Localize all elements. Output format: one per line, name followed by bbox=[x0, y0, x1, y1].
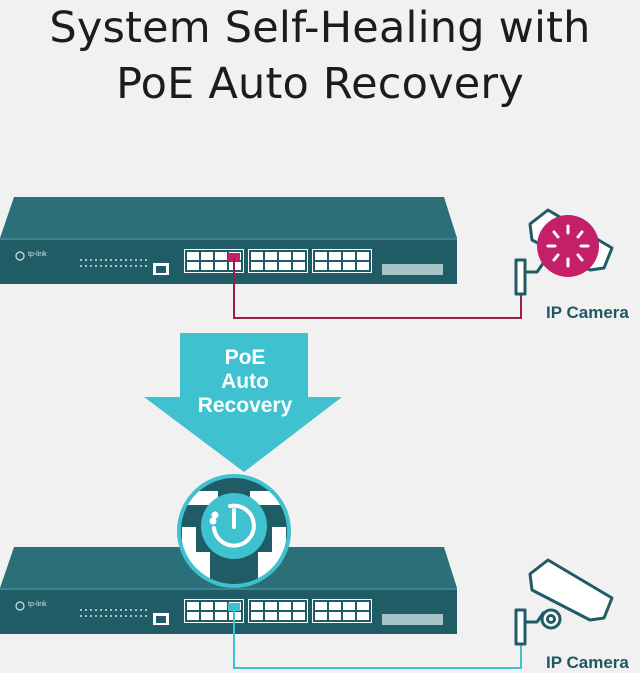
arrow-label-line-1: PoE bbox=[224, 346, 266, 369]
diagram-title: System Self-Healing with PoE Auto Recove… bbox=[0, 0, 640, 112]
top-switch bbox=[0, 197, 457, 284]
title-line-1: System Self-Healing with bbox=[49, 3, 591, 53]
sfp-panel bbox=[382, 264, 443, 275]
loading-spinner-icon bbox=[537, 215, 599, 277]
recovery-power-icon bbox=[201, 493, 267, 559]
recovery-arrow bbox=[144, 333, 342, 472]
arrow-label-line-2: Auto bbox=[221, 370, 269, 393]
arrow-label-line-3: Recovery bbox=[197, 394, 293, 417]
top-camera-label: IP Camera bbox=[546, 303, 629, 322]
recovered-port-indicator bbox=[228, 603, 240, 611]
title-line-2: PoE Auto Recovery bbox=[116, 59, 524, 109]
faulty-port-indicator bbox=[228, 253, 240, 261]
top-switch-brand: tp-link bbox=[28, 251, 47, 258]
bottom-switch-brand: tp-link bbox=[28, 601, 47, 608]
tp-link-logo-icon bbox=[15, 251, 25, 261]
tp-link-logo-icon bbox=[15, 601, 25, 611]
arrow-label: PoE Auto Recovery bbox=[160, 346, 330, 418]
bottom-camera-label: IP Camera bbox=[546, 653, 629, 672]
security-camera-icon bbox=[514, 558, 614, 646]
